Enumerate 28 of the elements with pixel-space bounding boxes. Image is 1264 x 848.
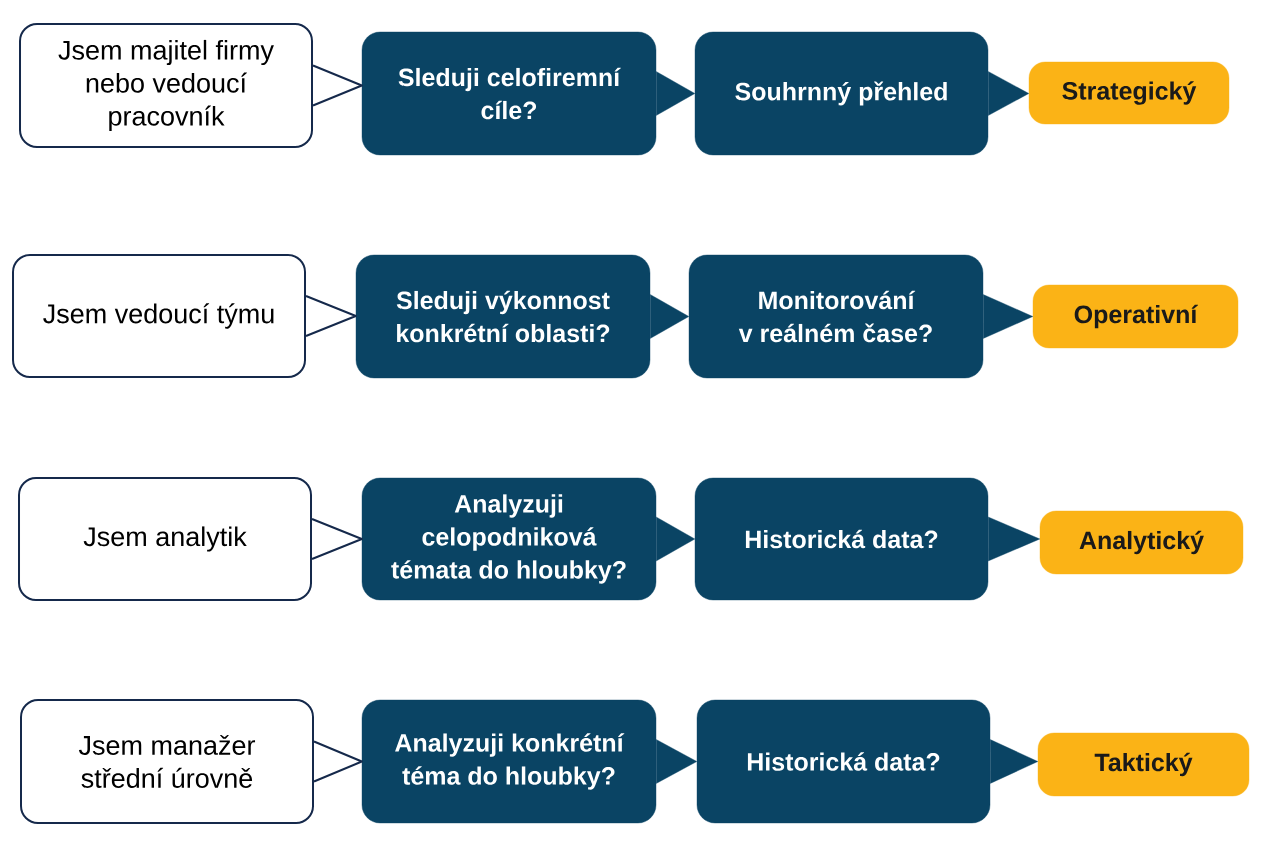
pointer-arrow [656, 71, 695, 116]
pointer-arrow [312, 64, 363, 107]
pointer-arrow [988, 71, 1029, 116]
pointer-arrow [650, 294, 689, 339]
pointer-arrow [988, 516, 1040, 562]
pointer-arrow [983, 294, 1033, 339]
question-box: Monitorování v reálném čase? [688, 254, 984, 379]
result-box: Operativní [1032, 284, 1239, 349]
question-box: Historická data? [694, 477, 989, 601]
question-box: Historická data? [696, 699, 991, 824]
callout-box: Jsem majitel firmy nebo vedoucí pracovník [19, 23, 313, 148]
question-box: Sleduji výkonnost konkrétní oblasti? [355, 254, 651, 379]
result-box: Analytický [1039, 510, 1244, 575]
pointer-arrow [305, 295, 357, 337]
question-box: Analyzuji konkrétní téma do hloubky? [361, 699, 657, 824]
result-box: Strategický [1028, 61, 1230, 125]
pointer-arrow [313, 740, 363, 783]
result-box: Taktický [1037, 732, 1250, 797]
question-box: Analyzuji celopodniková témata do hloubky? [361, 477, 657, 601]
question-box: Souhrnný přehled [694, 31, 989, 156]
pointer-arrow [311, 518, 363, 560]
question-box: Sleduji celofiremní cíle? [361, 31, 657, 156]
callout-box: Jsem vedoucí týmu [12, 254, 306, 378]
callout-box: Jsem analytik [18, 477, 312, 601]
pointer-arrow [990, 739, 1038, 784]
pointer-arrow [656, 739, 697, 784]
pointer-arrow [656, 516, 695, 562]
callout-box: Jsem manažer střední úrovně [20, 699, 314, 824]
